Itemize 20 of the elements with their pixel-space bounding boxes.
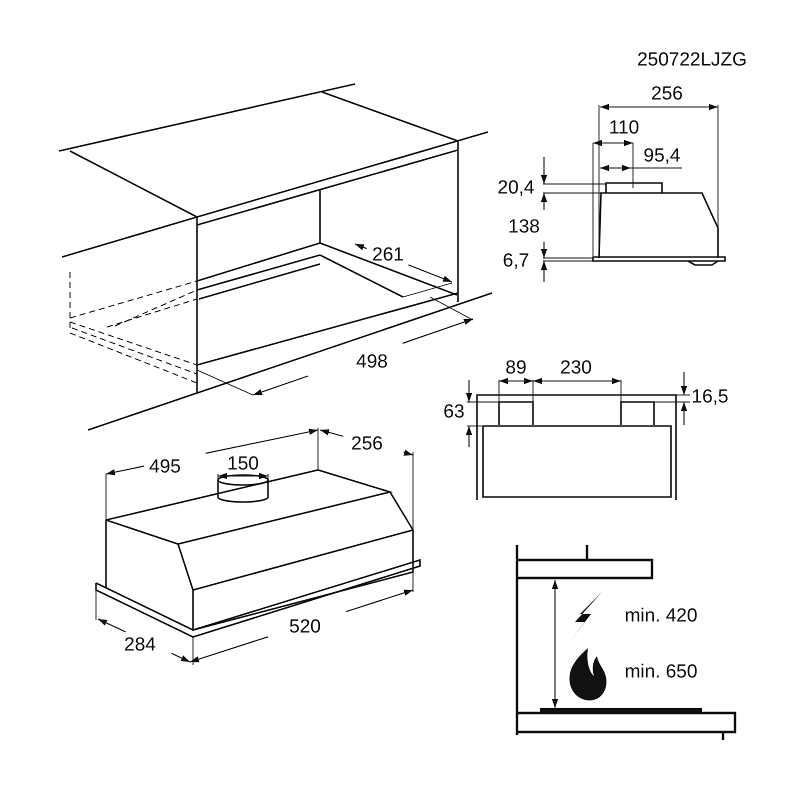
dimension-label: 256 (351, 434, 383, 454)
dimension-label: 498 (356, 352, 388, 372)
dimension-label: 16,5 (692, 388, 728, 406)
dimension-label: 230 (560, 358, 592, 378)
clearance-label: min. 420 (624, 606, 698, 626)
dimension-label: 20,4 (498, 178, 534, 198)
dimension-label: 110 (608, 118, 640, 138)
drawing-code: 250722LJZG (637, 50, 747, 70)
dimension-label: 261 (372, 246, 404, 264)
dimension-label: 495 (149, 458, 181, 476)
clearance-label: min. 650 (624, 662, 698, 682)
dimension-label: 150 (227, 454, 259, 474)
dimension-label: 520 (289, 618, 321, 636)
dimension-label: 63 (443, 402, 465, 422)
dimension-label: 256 (651, 84, 683, 104)
dimension-label: 89 (505, 358, 527, 378)
dimension-label: 95,4 (644, 146, 680, 166)
dimension-label: 284 (124, 636, 156, 654)
dimension-label: 138 (508, 218, 540, 236)
dimension-label: 6,7 (502, 252, 530, 270)
